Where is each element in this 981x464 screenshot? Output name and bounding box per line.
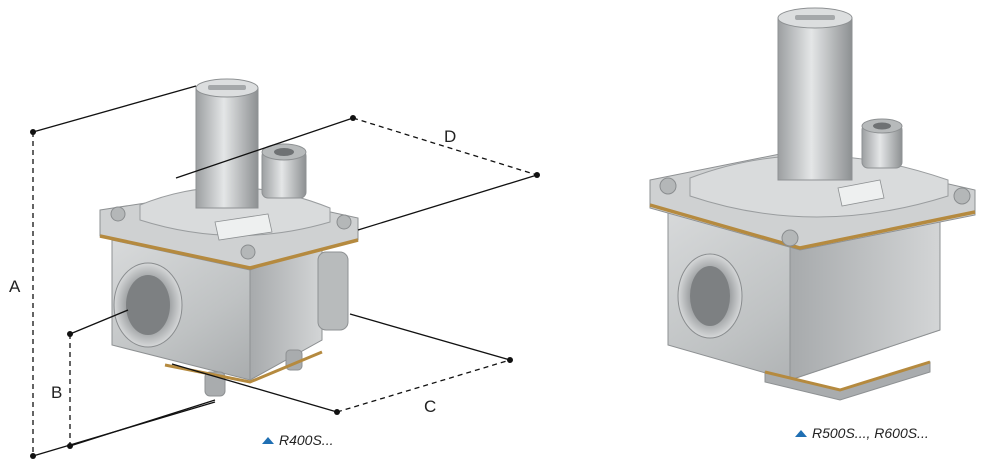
- caption-r400: R400S...: [262, 432, 333, 448]
- caption-r500-r600-text: R500S..., R600S...: [812, 425, 929, 441]
- dimension-lines: [32, 85, 538, 457]
- dimension-c-line: [336, 359, 511, 413]
- dimension-b-label: B: [51, 383, 62, 402]
- dimension-labels: A B C D: [9, 127, 456, 416]
- dimension-c-right-leader: [349, 313, 511, 361]
- caption-r400-text: R400S...: [279, 432, 334, 448]
- dimension-a-label: A: [9, 277, 21, 296]
- dimension-b-bottom-leader: [69, 399, 216, 447]
- dimension-endpoints: [30, 115, 540, 459]
- dimension-c-label: C: [424, 397, 436, 416]
- regulator-r400-image: [99, 78, 359, 397]
- regulator-r500-r600-image: [649, 7, 976, 401]
- triangle-up-icon: [262, 436, 274, 444]
- triangle-up-icon: [795, 429, 807, 437]
- dimension-d-right-leader: [357, 174, 538, 231]
- dimension-b-top-leader: [69, 309, 129, 335]
- dimension-c-left-leader: [171, 363, 338, 413]
- dimension-d-left-leader: [175, 117, 354, 179]
- dimension-d-label: D: [444, 127, 456, 146]
- caption-r500-r600: R500S..., R600S...: [795, 425, 929, 441]
- dimension-a-top-leader: [32, 85, 197, 133]
